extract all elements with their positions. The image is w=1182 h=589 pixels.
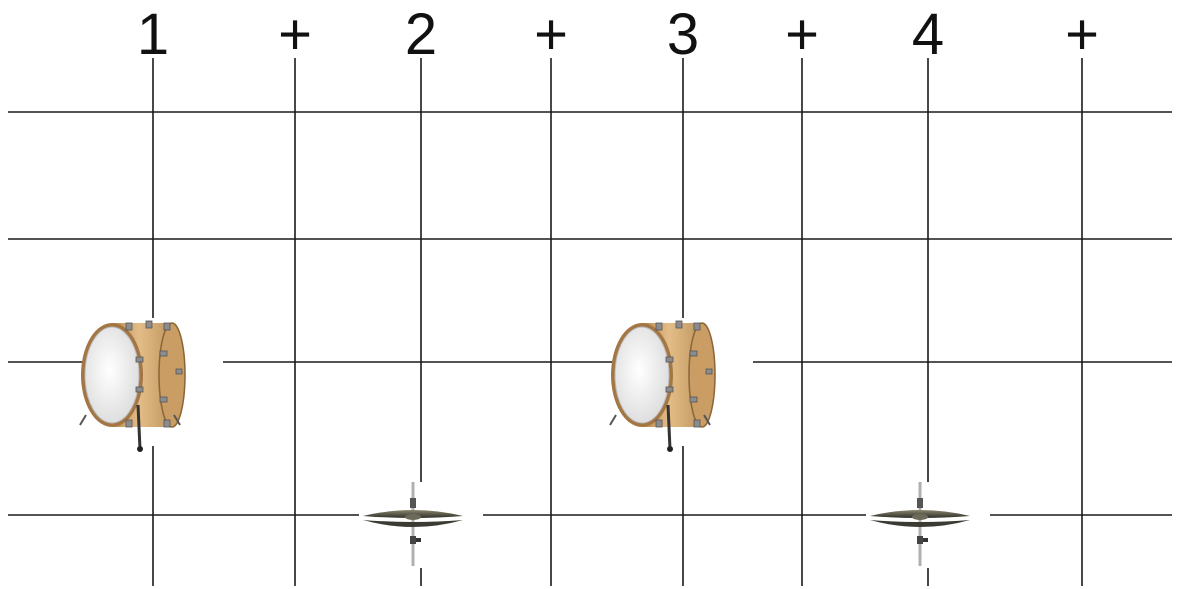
hi-hat-icon bbox=[359, 482, 483, 568]
count-label-and: + bbox=[785, 2, 819, 67]
hi-hat-icon bbox=[866, 482, 990, 568]
count-label-beat: 1 bbox=[137, 2, 169, 67]
count-label-and: + bbox=[1065, 2, 1099, 67]
count-label-beat: 3 bbox=[667, 2, 699, 67]
count-label-beat: 4 bbox=[912, 2, 944, 67]
count-label-beat: 2 bbox=[405, 2, 437, 67]
count-label-and: + bbox=[278, 2, 312, 67]
bass-drum-icon bbox=[80, 318, 223, 452]
bass-drum-icon bbox=[610, 318, 753, 452]
count-label-and: + bbox=[534, 2, 568, 67]
